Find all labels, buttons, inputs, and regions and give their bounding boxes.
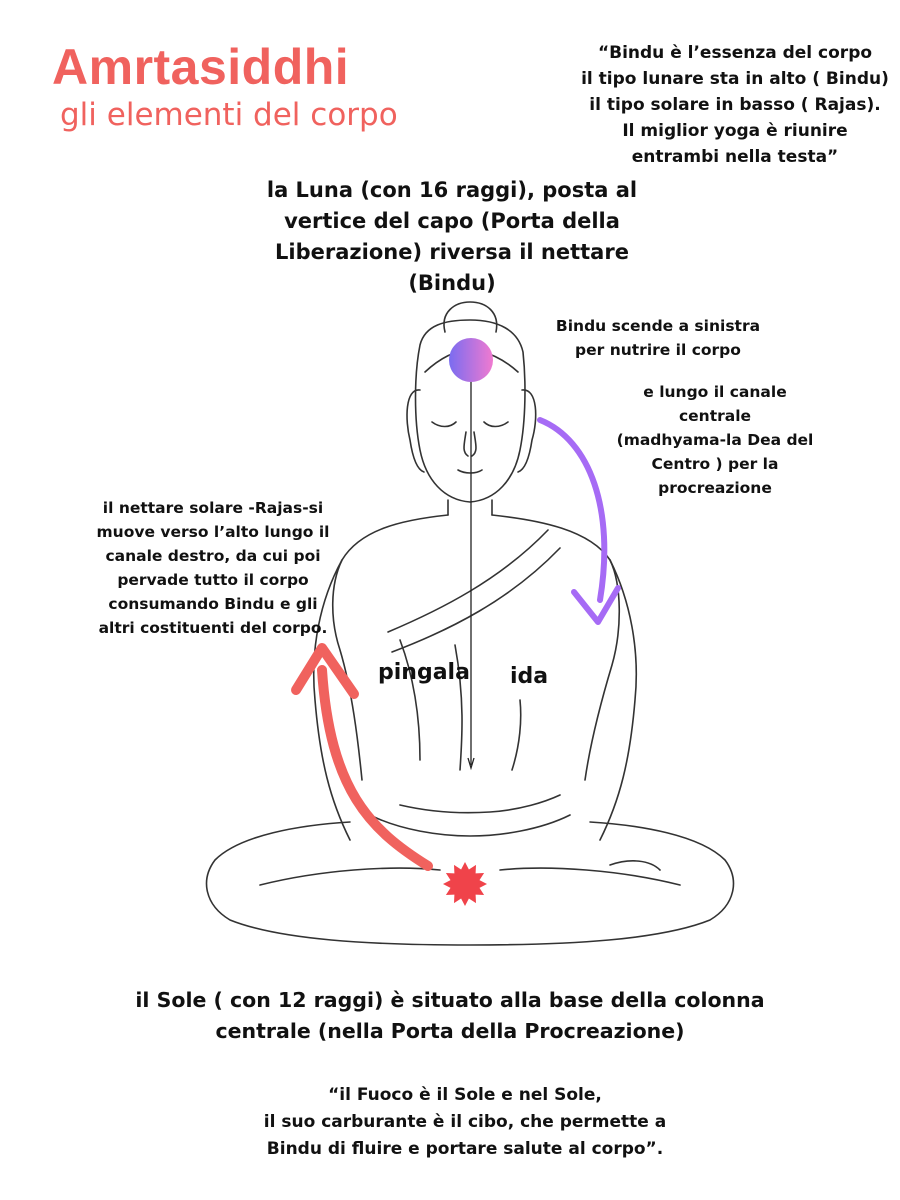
quote-bottom: “il Fuoco è il Sole e nel Sole, il suo c… — [200, 1082, 730, 1163]
quote-top-line: il tipo lunare sta in alto ( Bindu) — [581, 69, 889, 89]
page-title: Amrtasiddhi — [52, 39, 350, 95]
annotation-line: centrale — [678, 407, 752, 425]
annotation-line: e lungo il canale — [643, 383, 787, 401]
quote-bottom-line: “il Fuoco è il Sole e nel Sole, — [328, 1085, 602, 1105]
quote-top-line: entrambi nella testa” — [631, 147, 839, 167]
figure-outline — [205, 301, 735, 946]
annotation-line: canale destro, da cui poi — [105, 547, 321, 565]
quote-top: “Bindu è l’essenza del corpo il tipo lun… — [575, 40, 895, 170]
annotation-line: muove verso l’alto lungo il — [96, 523, 330, 541]
annotation-line: pervade tutto il corpo — [117, 571, 309, 589]
ida-label: ida — [510, 664, 549, 689]
moon-circle-icon — [449, 338, 493, 382]
bindu-left-annotation: Bindu scende a sinistra per nutrire il c… — [538, 314, 778, 362]
luna-description: la Luna (con 16 raggi), posta al vertice… — [262, 175, 642, 299]
sole-description: il Sole ( con 12 raggi) è situato alla b… — [100, 985, 800, 1047]
annotation-line: Centro ) per la — [651, 455, 779, 473]
central-channel-annotation: e lungo il canale centrale (madhyama-la … — [605, 380, 825, 500]
solar-nectar-annotation: il nettare solare -Rajas-si muove verso … — [88, 496, 338, 640]
quote-top-line: Il miglior yoga è riunire — [622, 121, 848, 141]
luna-line: la Luna (con 16 raggi), posta al — [266, 178, 638, 202]
annotation-line: per nutrire il corpo — [575, 341, 741, 359]
luna-line: vertice del capo (Porta della — [284, 209, 620, 233]
sole-line: il Sole ( con 12 raggi) è situato alla b… — [135, 988, 765, 1012]
annotation-line: Bindu scende a sinistra — [555, 317, 761, 335]
curved-arrow-up-icon — [291, 643, 433, 871]
annotation-line: consumando Bindu e gli — [108, 595, 318, 613]
annotation-line: il nettare solare -Rajas-si — [102, 499, 324, 517]
quote-bottom-line: Bindu di fluire e portare salute al corp… — [266, 1139, 664, 1159]
annotation-line: (madhyama-la Dea del — [616, 431, 814, 449]
luna-line: Liberazione) riversa il nettare — [275, 240, 629, 264]
curved-arrow-down-icon — [537, 417, 621, 625]
annotation-line: procreazione — [658, 479, 772, 497]
pingala-label: pingala — [378, 660, 470, 685]
sun-starburst-shape — [443, 862, 487, 906]
sole-line: centrale (nella Porta della Procreazione… — [215, 1019, 685, 1043]
central-channel-arrowhead — [467, 757, 475, 771]
quote-bottom-line: il suo carburante è il cibo, che permett… — [263, 1112, 667, 1132]
quote-top-line: “Bindu è l’essenza del corpo — [597, 43, 873, 63]
luna-line: (Bindu) — [408, 271, 496, 295]
annotation-line: altri costituenti del corpo. — [98, 619, 328, 637]
page-subtitle: gli elementi del corpo — [60, 97, 398, 133]
quote-top-line: il tipo solare in basso ( Rajas). — [589, 95, 881, 115]
sun-starburst-icon — [443, 862, 487, 906]
